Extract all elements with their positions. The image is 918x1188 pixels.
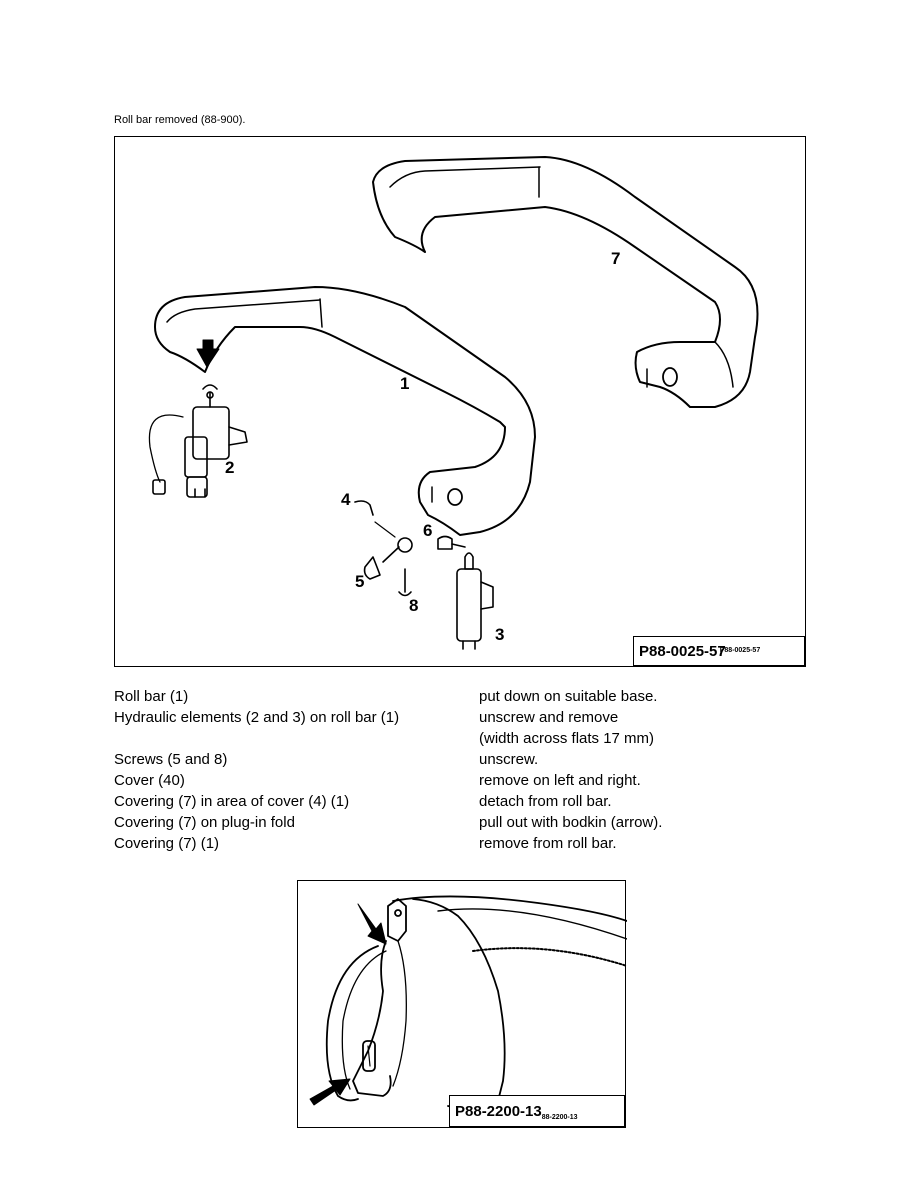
hydraulic-element-3-drawing bbox=[456, 552, 494, 650]
step-action: detach from roll bar. bbox=[479, 793, 612, 810]
callout-4: 4 bbox=[341, 490, 351, 509]
step-action: pull out with bodkin (arrow). bbox=[479, 814, 663, 831]
hydraulic-element-2-drawing bbox=[148, 384, 248, 498]
arrow-icon bbox=[196, 339, 220, 368]
callout-2: 2 bbox=[225, 458, 234, 477]
callout-7: 7 bbox=[611, 249, 620, 268]
step-action: put down on suitable base. bbox=[479, 688, 658, 705]
step-row: Hydraulic elements (2 and 3) on roll bar… bbox=[114, 707, 714, 728]
step-part: Roll bar (1) bbox=[114, 688, 189, 705]
arrow-icon bbox=[357, 903, 387, 945]
step-action: unscrew and remove bbox=[479, 709, 619, 726]
step-row: (width across flats 17 mm) bbox=[114, 728, 714, 749]
step-row: Covering (7) on plug-in fold pull out wit… bbox=[114, 812, 714, 833]
step-part: Covering (7) in area of cover (4) (1) bbox=[114, 793, 350, 810]
covering-7-drawing bbox=[372, 156, 759, 408]
callout-3: 3 bbox=[495, 625, 504, 644]
step-action: remove on left and right. bbox=[479, 772, 641, 789]
step-action: remove from roll bar. bbox=[479, 835, 617, 852]
small-parts-drawing bbox=[354, 500, 466, 597]
step-part: Covering (7) (1) bbox=[114, 835, 220, 852]
roll-bar-drawing: 1 2 3 4 5 6 7 8 bbox=[148, 156, 759, 650]
procedure-steps: Roll bar (1) put down on suitable base. H… bbox=[114, 686, 714, 854]
figure-2-label-text: P88-2200-13 bbox=[455, 1103, 542, 1120]
figure-2-label: P88-2200-1388-2200-13 bbox=[449, 1095, 625, 1127]
callout-5: 5 bbox=[355, 572, 364, 591]
figure-1-label-text: P88-0025-57 bbox=[639, 643, 726, 660]
step-action: (width across flats 17 mm) bbox=[479, 730, 655, 747]
step-part: Covering (7) on plug-in fold bbox=[114, 814, 295, 831]
step-row: Roll bar (1) put down on suitable base. bbox=[114, 686, 714, 707]
callout-8: 8 bbox=[409, 596, 418, 615]
step-part: Cover (40) bbox=[114, 772, 185, 789]
figure-caption: Roll bar removed (88-900). bbox=[114, 114, 246, 126]
callout-6: 6 bbox=[423, 521, 432, 540]
plug-in-fold-drawing bbox=[309, 895, 627, 1110]
step-row: Screws (5 and 8) unscrew. bbox=[114, 749, 714, 770]
plug-in-fold-detail-diagram: P88-2200-1388-2200-13 bbox=[297, 880, 627, 1128]
figure-1-label: P88-0025-57P88-0025-57 bbox=[633, 636, 805, 666]
arrow-icon bbox=[309, 1078, 351, 1106]
step-part: Screws (5 and 8) bbox=[114, 751, 228, 768]
step-part bbox=[114, 728, 479, 749]
figure-2-label-small: 88-2200-13 bbox=[541, 1114, 578, 1121]
step-action: unscrew. bbox=[479, 751, 539, 768]
figure-1-label-small: P88-0025-57 bbox=[719, 647, 761, 654]
step-row: Covering (7) in area of cover (4) (1) det… bbox=[114, 791, 714, 812]
step-row: Cover (40) remove on left and right. bbox=[114, 770, 714, 791]
callout-1: 1 bbox=[400, 374, 409, 393]
step-part: Hydraulic elements (2 and 3) on roll bar… bbox=[114, 709, 400, 726]
roll-bar-exploded-diagram: 1 2 3 4 5 6 7 8 P88-0025-57P88-0025-57 bbox=[114, 136, 806, 667]
step-row: Covering (7) (1) remove from roll bar. bbox=[114, 833, 714, 854]
